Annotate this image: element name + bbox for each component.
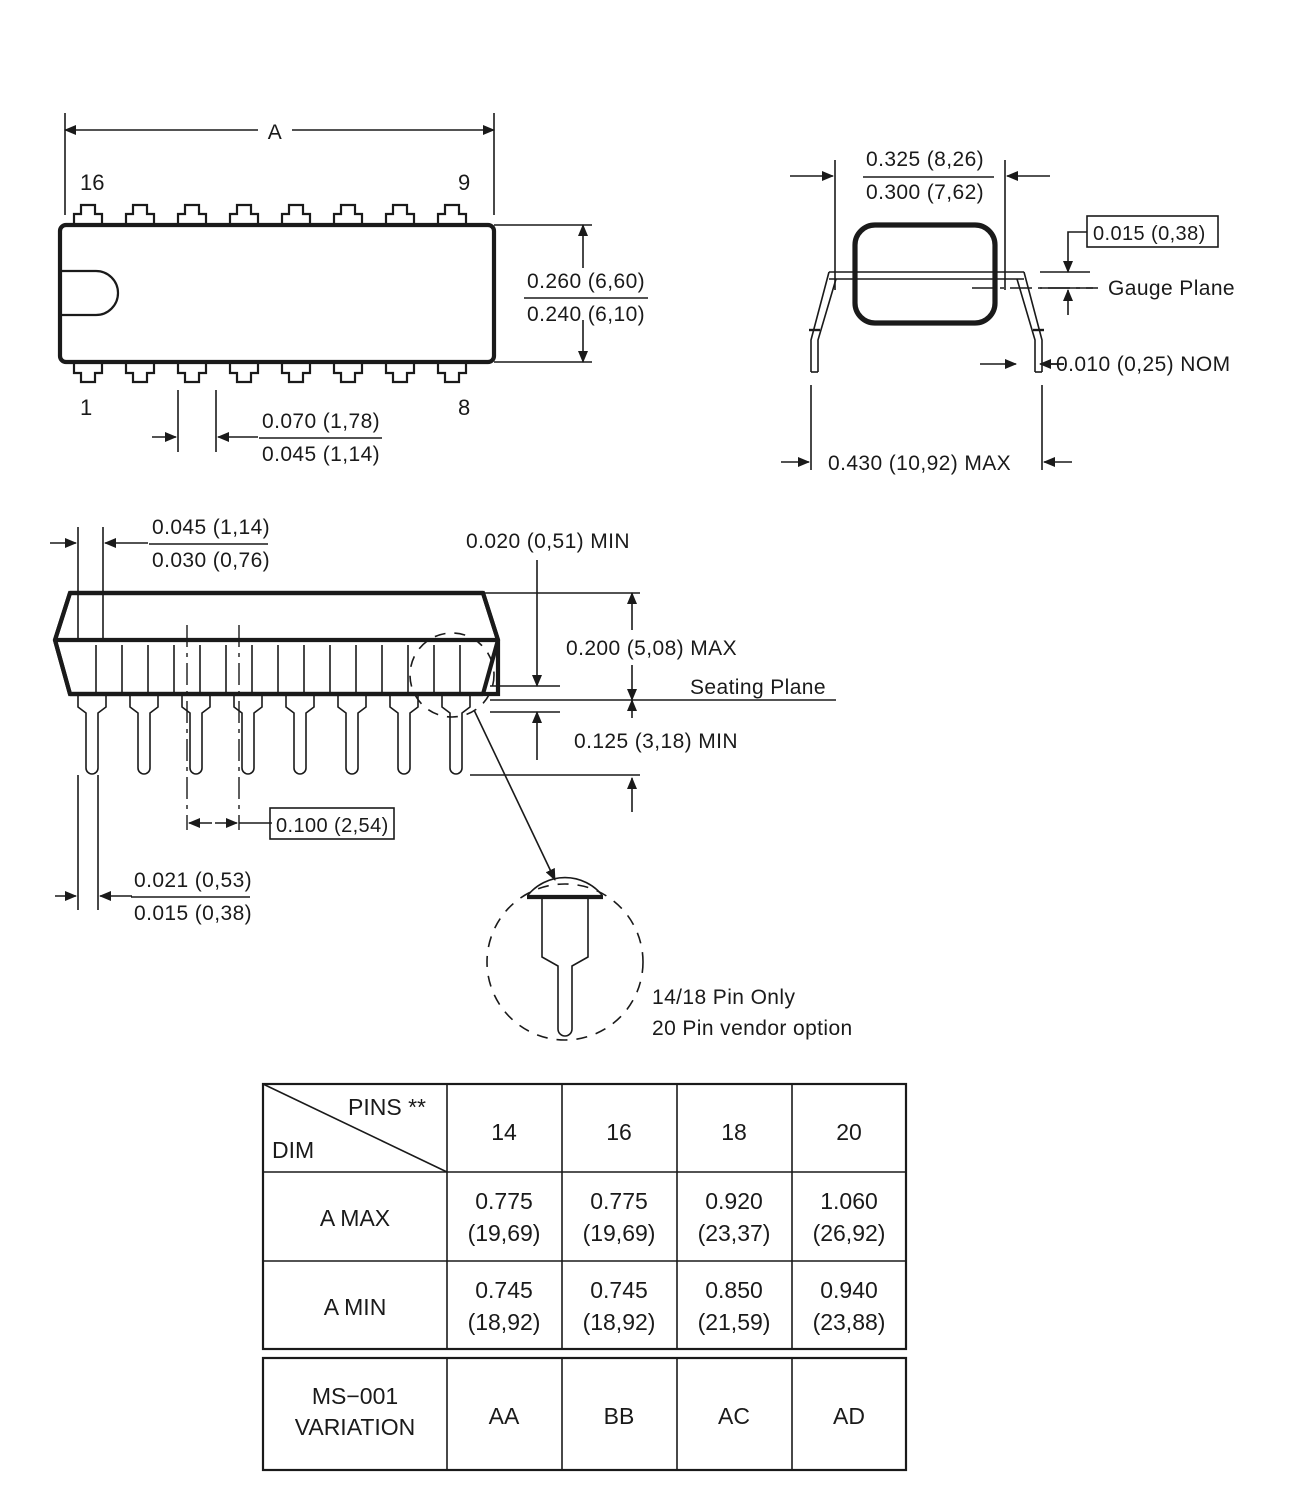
package-body-top-view	[57, 222, 497, 365]
end-view: 0.325 (8,26) 0.300 (7,62) Gauge Plane 0	[781, 148, 1235, 475]
dimension-lead-width-top-view: 0.070 (1,78) 0.045 (1,14)	[152, 390, 382, 466]
top-view-pins-upper	[72, 203, 468, 225]
table-cell-0-1-inch: 0.775	[590, 1188, 648, 1214]
table-row-label-0: A MAX	[320, 1205, 390, 1231]
dimension-label-a: A	[268, 121, 282, 144]
detail-lead-profile	[541, 897, 589, 1037]
table-corner-upper: PINS **	[348, 1094, 426, 1120]
table-cell-1-0-inch: 0.745	[475, 1277, 533, 1303]
table-cell-1-3-mm: (23,88)	[813, 1309, 886, 1335]
pin-number-16: 16	[80, 170, 104, 195]
dimension-lead-length: 0.125 (3,18) MIN	[470, 699, 738, 812]
table-cell-1-0-mm: (18,92)	[468, 1309, 541, 1335]
table-row-variation: MS−001 VARIATION AA BB AC AD	[295, 1383, 865, 1440]
shoulder-upper: 0.045 (1,14)	[152, 516, 270, 539]
top-view-pins-lower	[72, 362, 468, 384]
table-variation-label-1: MS−001	[312, 1383, 398, 1409]
table-cell-0-0-mm: (19,69)	[468, 1220, 541, 1246]
table-variation-cell-3: AD	[833, 1403, 865, 1429]
dimension-table: PINS ** DIM 14 16 18 20 A MAX 0.775 (19,…	[261, 1082, 908, 1472]
table-row: A MIN 0.745 (18,92) 0.745 (18,92) 0.850 …	[324, 1277, 886, 1335]
dimension-overall-a: A	[64, 121, 495, 144]
table-variation-cell-0: AA	[489, 1403, 520, 1429]
dimension-row-spacing: 0.325 (8,26) 0.300 (7,62)	[790, 148, 1050, 204]
pin-one-notch	[60, 269, 120, 317]
lead-length-value: 0.125 (3,18) MIN	[574, 730, 738, 753]
table-col-header-1: 16	[606, 1119, 632, 1145]
table-variation-cell-1: BB	[604, 1403, 635, 1429]
table-cell-0-3-mm: (26,92)	[813, 1220, 886, 1246]
table-variation-label-2: VARIATION	[295, 1414, 416, 1440]
top-view: A 16 9 1 8	[57, 113, 648, 466]
table-cell-0-3-inch: 1.060	[820, 1188, 878, 1214]
detail-note-line2: 20 Pin vendor option	[652, 1017, 853, 1040]
table-cell-1-1-mm: (18,92)	[583, 1309, 656, 1335]
dimension-standoff-min: 0.020 (0,51) MIN	[466, 530, 630, 760]
gauge-thickness-callout: 0.015 (0,38)	[1040, 215, 1219, 315]
table-cell-0-2-mm: (23,37)	[698, 1220, 771, 1246]
side-view-lead-roots	[95, 645, 461, 694]
table-main-frame	[261, 1082, 908, 1351]
lead-width-upper: 0.070 (1,78)	[262, 410, 380, 433]
dimension-overall-span: 0.430 (10,92) MAX	[781, 385, 1072, 475]
dimension-body-width: 0.260 (6,60) 0.240 (6,10)	[494, 224, 648, 363]
pin-number-8: 8	[458, 395, 470, 420]
table-cell-1-3-inch: 0.940	[820, 1277, 878, 1303]
dimension-pin-pitch: 0.100 (2,54)	[188, 807, 395, 840]
dimension-shoulder: 0.045 (1,14) 0.030 (0,76)	[50, 516, 270, 640]
table-col-header-3: 20	[836, 1119, 862, 1145]
table-corner-diagonal	[262, 1083, 448, 1173]
body-width-upper: 0.260 (6,60)	[527, 270, 645, 293]
side-view-leads	[77, 694, 471, 775]
table-cell-1-2-inch: 0.850	[705, 1277, 763, 1303]
row-spacing-upper: 0.325 (8,26)	[866, 148, 984, 171]
shoulder-lower: 0.030 (0,76)	[152, 549, 270, 572]
table-corner-lower: DIM	[272, 1137, 314, 1163]
table-cell-1-2-mm: (21,59)	[698, 1309, 771, 1335]
detail-note-line1: 14/18 Pin Only	[652, 986, 795, 1009]
table-row: A MAX 0.775 (19,69) 0.775 (19,69) 0.920 …	[320, 1188, 886, 1246]
lead-thickness-end-value: 0.010 (0,25) NOM	[1056, 353, 1230, 376]
pin-number-9: 9	[458, 170, 470, 195]
table-cell-0-0-inch: 0.775	[475, 1188, 533, 1214]
standoff-min-value: 0.020 (0,51) MIN	[466, 530, 630, 553]
body-width-lower: 0.240 (6,10)	[527, 303, 645, 326]
table-cell-1-1-inch: 0.745	[590, 1277, 648, 1303]
gauge-thickness-value: 0.015 (0,38)	[1093, 223, 1206, 245]
lead-thickness-side-upper: 0.021 (0,53)	[134, 869, 252, 892]
dimension-lead-thickness-side: 0.021 (0,53) 0.015 (0,38)	[55, 775, 252, 925]
detail-view: 14/18 Pin Only 20 Pin vendor option	[486, 876, 853, 1041]
detail-view-circle	[486, 883, 644, 1041]
detail-circle-callout	[409, 632, 495, 718]
side-view: 0.045 (1,14) 0.030 (0,76)	[50, 516, 836, 925]
gauge-plane-label: Gauge Plane	[1108, 277, 1235, 300]
overall-span-value: 0.430 (10,92) MAX	[828, 452, 1011, 475]
lead-thickness-side-lower: 0.015 (0,38)	[134, 902, 252, 925]
detail-leader-line	[473, 709, 556, 881]
table-variation-cell-2: AC	[718, 1403, 750, 1429]
table-cell-0-1-mm: (19,69)	[583, 1220, 656, 1246]
pin-number-1: 1	[80, 395, 92, 420]
pin-pitch-value: 0.100 (2,54)	[276, 815, 389, 837]
table-cell-0-2-inch: 0.920	[705, 1188, 763, 1214]
row-spacing-lower: 0.300 (7,62)	[866, 181, 984, 204]
dimension-seated-height: 0.200 (5,08) MAX	[483, 592, 737, 701]
dimension-lead-thickness-end: 0.010 (0,25) NOM	[980, 353, 1230, 376]
lead-width-lower: 0.045 (1,14)	[262, 443, 380, 466]
package-body-end-view	[852, 222, 998, 326]
table-row-label-1: A MIN	[324, 1294, 387, 1320]
table-variation-frame	[261, 1356, 908, 1472]
detail-arc	[527, 876, 603, 896]
seating-plane-label: Seating Plane	[690, 676, 826, 699]
table-col-header-0: 14	[491, 1119, 517, 1145]
seated-height-value: 0.200 (5,08) MAX	[566, 637, 737, 660]
table-col-header-2: 18	[721, 1119, 747, 1145]
